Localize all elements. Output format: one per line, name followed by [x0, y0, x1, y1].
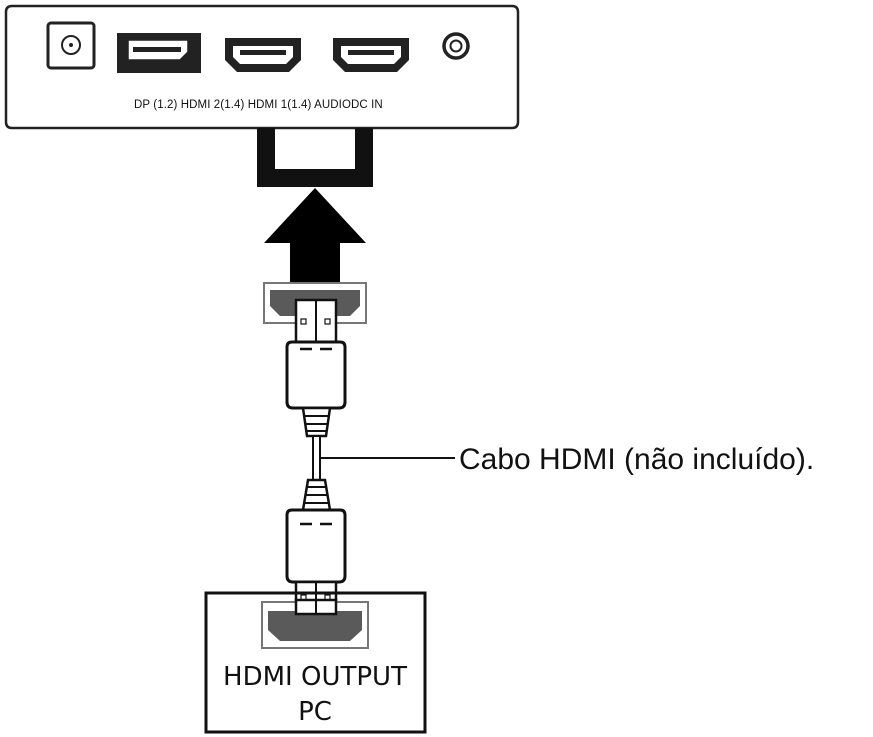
pc-label-line2: PC: [298, 697, 332, 727]
pc-hdmi-output-port-icon: [261, 598, 369, 649]
up-arrow-icon: [264, 188, 366, 283]
audio-jack-icon: [442, 32, 470, 60]
displayport-port-icon: [117, 33, 201, 73]
monitor-rear-panel: DP (1.2) HDMI 2(1.4) HDMI 1(1.4) AUDIODC…: [4, 4, 520, 130]
hdmi-cable-wire: [312, 435, 455, 481]
hdmi-2-port-icon: [225, 38, 301, 72]
port-bracket: [257, 128, 373, 187]
dc-power-port-icon: [46, 21, 96, 70]
hdmi-1-port-icon: [333, 38, 409, 72]
pc-label-line1: HDMI OUTPUT: [223, 662, 407, 692]
cable-label: Cabo HDMI (não incluído).: [459, 443, 814, 476]
pc-box: HDMI OUTPUT PC: [204, 591, 427, 734]
port-labels: DP (1.2) HDMI 2(1.4) HDMI 1(1.4) AUDIODC…: [134, 99, 383, 111]
hdmi-cable-head-top: [263, 282, 367, 438]
